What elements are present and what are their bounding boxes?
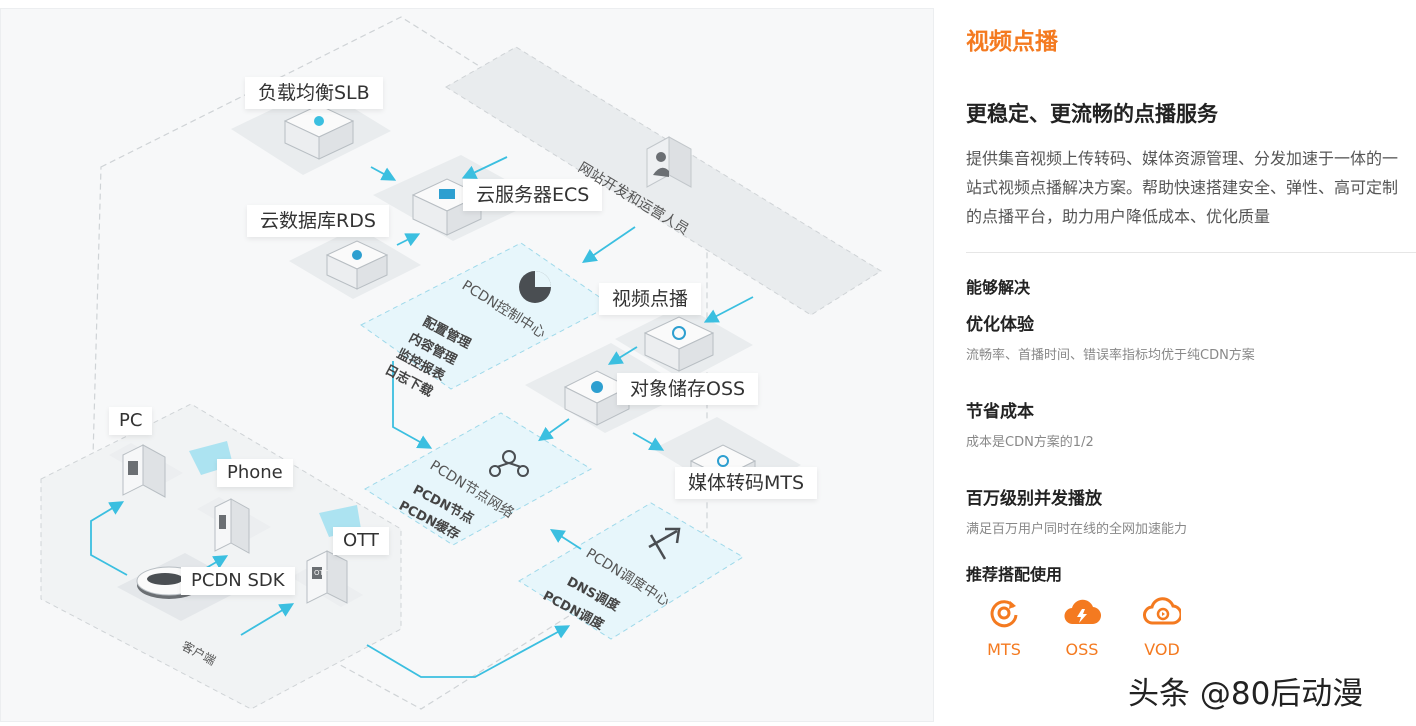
benefit-title: 节省成本 [966, 402, 1034, 422]
label-slb: 负载均衡SLB [245, 77, 383, 109]
phone-device [197, 497, 271, 554]
section-divider [966, 252, 1416, 253]
slb-server [283, 104, 355, 160]
developer-icon [646, 136, 692, 188]
mts-icon [990, 600, 1018, 628]
label-mts: 媒体转码MTS [675, 467, 818, 499]
dispatch-center-zone [518, 502, 744, 640]
label-phone: Phone [217, 459, 293, 487]
benefit-desc: 流畅率、首播时间、错误率指标均优于纯CDN方案 [966, 348, 1255, 363]
network-nodes-icon [489, 450, 529, 477]
rds-server [325, 240, 389, 290]
ott-device-text: OTT [314, 569, 328, 577]
product-headline: 更稳定、更流畅的点播服务 [966, 102, 1218, 126]
vod-icon [1143, 597, 1181, 625]
ott-device [291, 550, 363, 607]
dispatch-arrows-icon [648, 527, 681, 560]
label-ott: OTT [333, 527, 389, 555]
recommend-title: 推荐搭配使用 [966, 565, 1063, 584]
label-oss: 对象储存OSS [617, 373, 759, 405]
label-ecs: 云服务器ECS [463, 179, 603, 211]
benefit-desc: 满足百万用户同时在线的全网加速能力 [966, 522, 1188, 537]
oss-icon [1064, 599, 1101, 625]
watermark-text: 头条 @80后动漫 [1128, 676, 1364, 712]
diagram-graphics [40, 16, 882, 710]
label-rds: 云数据库RDS [247, 205, 389, 237]
pc-device [109, 443, 183, 498]
recommend-vod[interactable]: VOD [1132, 596, 1192, 659]
solve-title: 能够解决 [966, 278, 1031, 297]
benefit-desc: 成本是CDN方案的1/2 [966, 435, 1094, 450]
developer-band [445, 46, 882, 316]
benefit-title: 优化体验 [966, 315, 1034, 335]
recommend-mts[interactable]: MTS [974, 596, 1034, 659]
product-title: 视频点播 [966, 29, 1058, 55]
recommend-label: OSS [1065, 640, 1099, 659]
recommend-label: VOD [1144, 640, 1180, 659]
pie-chart-icon [519, 271, 551, 303]
architecture-diagram: 负载均衡SLB 云服务器ECS 云数据库RDS 视频点播 对象储存OSS 媒体转… [0, 8, 934, 722]
label-vod: 视频点播 [599, 283, 702, 315]
label-pc: PC [109, 407, 153, 435]
recommend-oss[interactable]: OSS [1052, 596, 1112, 659]
recommend-label: MTS [987, 640, 1021, 659]
node-network-zone [364, 412, 592, 546]
label-pcdn-sdk: PCDN SDK [181, 567, 295, 595]
benefit-title: 百万级别并发播放 [966, 489, 1102, 509]
product-description: 提供集音视频上传转码、媒体资源管理、分发加速于一体的一站式视频点播解决方案。帮助… [966, 149, 1399, 226]
vod-server [643, 316, 715, 372]
